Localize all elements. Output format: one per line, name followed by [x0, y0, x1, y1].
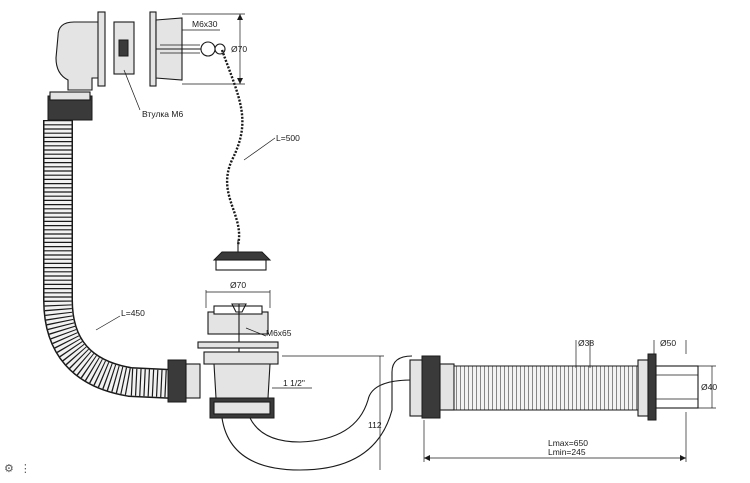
trap-bend-inner — [249, 379, 413, 443]
label-diam-38: Ø38 — [578, 338, 594, 348]
label-diam-50: Ø50 — [660, 338, 676, 348]
label-hose-length: L=450 — [121, 308, 145, 318]
overflow-elbow — [55, 11, 226, 91]
corrugated-hose — [43, 91, 201, 403]
bath-drain — [197, 303, 279, 419]
label-chain-length: L=500 — [276, 133, 300, 143]
label-thread: 1 1/2" — [283, 378, 305, 388]
bushing-callout: Втулка M6 — [123, 69, 183, 119]
trap-bend-outer — [221, 355, 413, 471]
overflow-cover-plate — [149, 11, 157, 87]
label-diam-overflow: Ø70 — [231, 44, 247, 54]
label-height: 112 — [368, 420, 382, 430]
label-diam-40: Ø40 — [701, 382, 717, 392]
height-dimension: 112 — [282, 355, 384, 470]
drain-dimensions: Ø70 M6x65 1 1/2" — [205, 280, 312, 389]
drain-plug — [212, 240, 272, 271]
settings-icon[interactable]: ⚙ — [4, 462, 14, 475]
more-icon[interactable]: ⋮ — [19, 462, 31, 475]
label-screw-top: M6x30 — [192, 19, 218, 29]
corner-toolbar: ⚙ ⋮ — [4, 462, 31, 475]
label-lmin: Lmin=245 — [548, 447, 586, 457]
chain-ring — [200, 41, 216, 57]
overflow-flange — [97, 11, 106, 87]
label-bushing: Втулка M6 — [142, 109, 183, 119]
plug-chain — [220, 49, 244, 246]
label-lmax: Lmax=650 — [548, 438, 588, 448]
outlet-hose — [409, 353, 699, 421]
label-diam-drain: Ø70 — [230, 280, 246, 290]
outlet-dimensions: Ø38 Ø50 Ø40 Lmax=650 Lmin=245 — [423, 338, 717, 462]
label-screw-drain: M6x65 — [266, 328, 292, 338]
